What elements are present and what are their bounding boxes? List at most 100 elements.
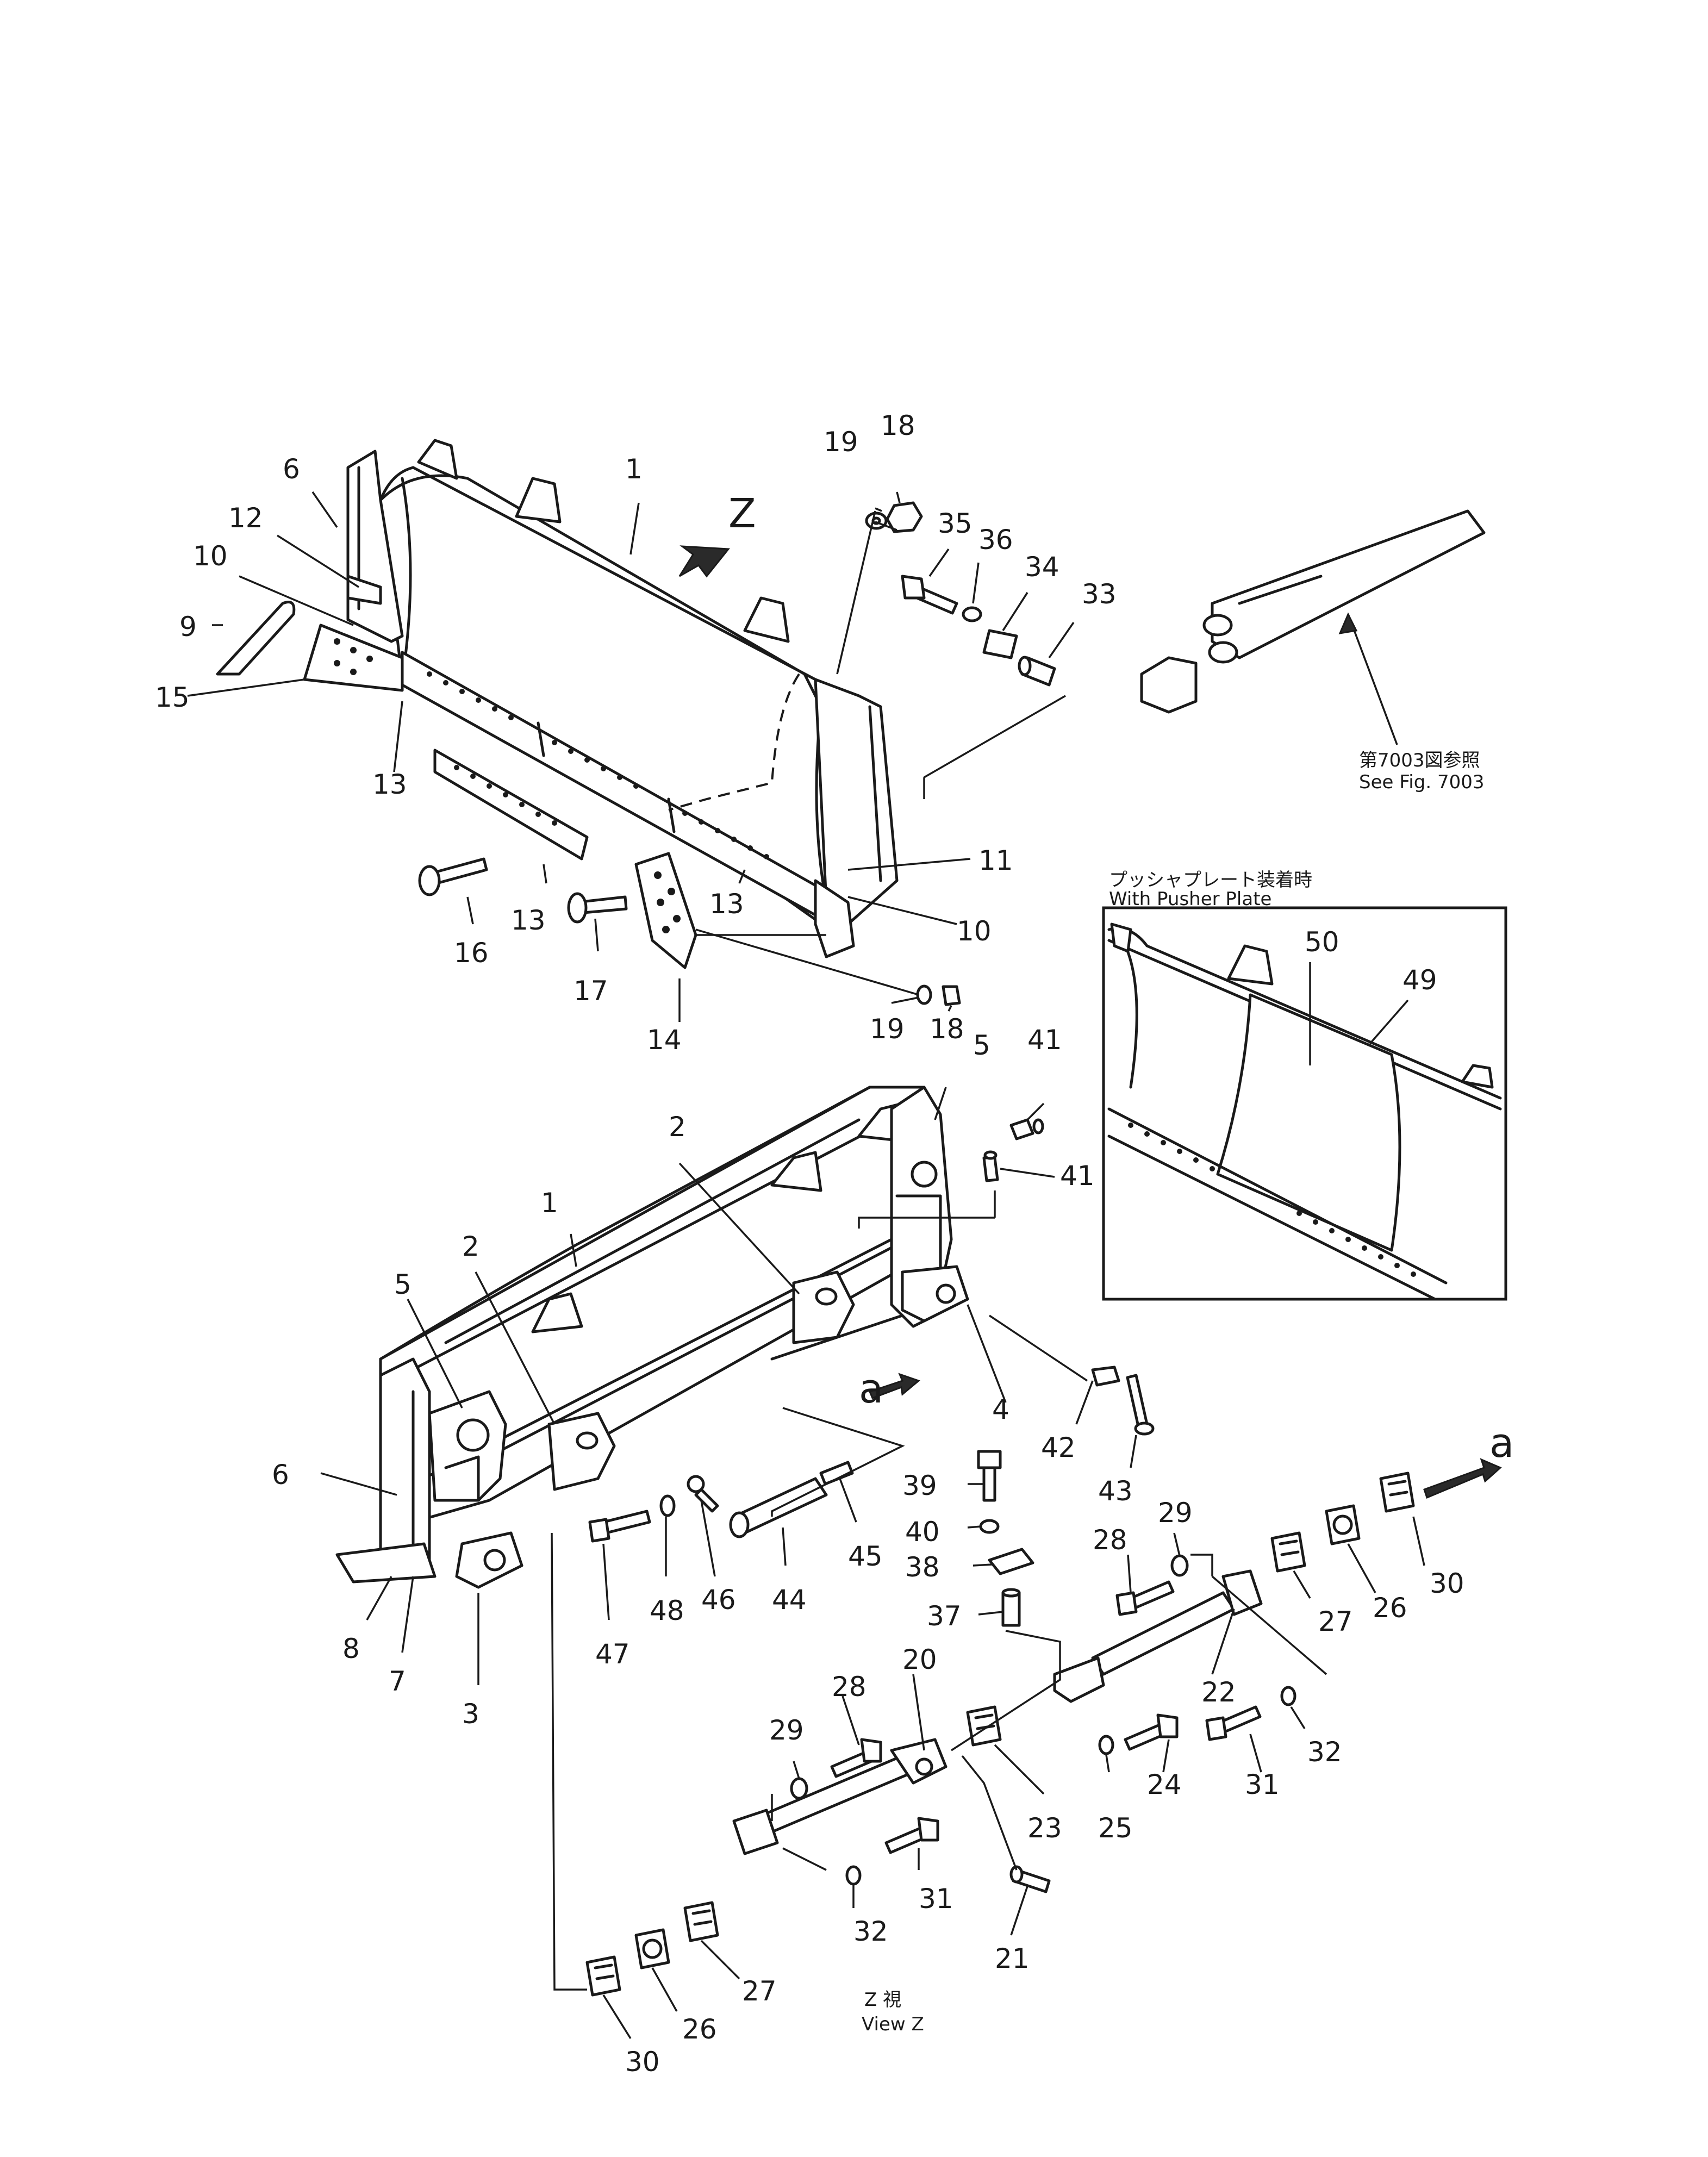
callout-8: 8 xyxy=(342,1633,360,1664)
callout-12: 12 xyxy=(228,502,263,534)
bolt-24 xyxy=(1124,1713,1179,1751)
bolt-43 xyxy=(1126,1374,1155,1436)
callout-43: 43 xyxy=(1098,1475,1133,1507)
bolt-35 xyxy=(901,575,958,615)
callout-7: 7 xyxy=(389,1666,406,1697)
callout-32-a: 32 xyxy=(1307,1736,1342,1768)
direction-arrow-a-right xyxy=(1423,1458,1502,1499)
callout-25: 25 xyxy=(1098,1812,1133,1844)
bolt-47 xyxy=(588,1510,651,1543)
callout-16: 16 xyxy=(454,937,489,969)
callout-48: 48 xyxy=(650,1595,684,1626)
callout-41-b: 41 xyxy=(1060,1160,1095,1192)
upper-blade-assembly xyxy=(303,439,899,958)
view-z-arrow xyxy=(678,545,730,578)
cutting-edge-holes xyxy=(427,671,769,859)
bolt-17 xyxy=(567,892,628,924)
bolt-28-a xyxy=(1115,1580,1175,1616)
pin-44 xyxy=(729,1477,828,1538)
shim-30-a xyxy=(1379,1472,1415,1513)
callout-41-a: 41 xyxy=(1027,1024,1062,1056)
joint-block xyxy=(1140,656,1198,714)
lower-blade-assembly xyxy=(335,1086,969,1589)
callout-29-a: 29 xyxy=(1158,1497,1193,1529)
callout-1-lower: 1 xyxy=(541,1187,558,1219)
callout-2-left: 2 xyxy=(462,1231,479,1262)
callout-19-low: 19 xyxy=(870,1013,905,1045)
washer-29-b xyxy=(790,1777,808,1800)
upper-leaders xyxy=(187,491,1398,1022)
direction-marker-a-left: a xyxy=(859,1366,883,1412)
callout-13-b: 13 xyxy=(511,905,546,936)
callout-28-a: 28 xyxy=(1093,1524,1127,1556)
bolt-31-a xyxy=(1205,1705,1262,1741)
callout-38: 38 xyxy=(905,1551,940,1583)
washer-19-top xyxy=(865,512,888,530)
fitting-46 xyxy=(687,1475,719,1513)
callout-5-right: 5 xyxy=(973,1030,990,1061)
callout-39: 39 xyxy=(902,1470,937,1501)
callout-13-a: 13 xyxy=(372,769,407,800)
callout-28-b: 28 xyxy=(832,1671,867,1703)
callout-5-left: 5 xyxy=(394,1269,412,1300)
left-trunnion-3 xyxy=(455,1531,523,1589)
lower-leaders xyxy=(320,1087,1425,2039)
callout-9: 9 xyxy=(179,611,197,643)
bolt-28-b xyxy=(830,1738,882,1778)
shim-27-a xyxy=(1270,1531,1306,1573)
callout-18-low: 18 xyxy=(930,1013,964,1045)
callout-37: 37 xyxy=(927,1600,962,1632)
right-bracket-2 xyxy=(792,1270,855,1344)
bolt-16 xyxy=(418,857,488,896)
washer-32-b xyxy=(845,1865,862,1886)
callout-21: 21 xyxy=(995,1943,1030,1974)
callout-24: 24 xyxy=(1147,1769,1182,1800)
plate-14 xyxy=(634,852,697,969)
callout-1-upper: 1 xyxy=(625,453,643,485)
inset-title-en: With Pusher Plate xyxy=(1109,888,1271,910)
callout-44: 44 xyxy=(772,1584,807,1616)
fitting-21 xyxy=(1009,1865,1051,1893)
callout-labels: 1 6 12 10 9 15 13 13 13 16 17 14 19 18 3… xyxy=(155,410,1514,2078)
nut-18-low xyxy=(942,985,961,1006)
shim-42 xyxy=(1091,1366,1120,1387)
left-end-bit xyxy=(303,624,404,692)
callout-6-upper: 6 xyxy=(283,453,300,485)
shim-23 xyxy=(966,1705,1002,1747)
callout-6-lower: 6 xyxy=(272,1459,289,1491)
view-z-caption-en: View Z xyxy=(862,2013,924,2035)
callout-42: 42 xyxy=(1041,1432,1076,1463)
callout-32-b: 32 xyxy=(853,1916,888,1947)
callout-31-a: 31 xyxy=(1245,1769,1280,1800)
right-trunnion-4 xyxy=(901,1265,969,1323)
shim-30-b xyxy=(585,1955,621,1997)
callout-31-b: 31 xyxy=(919,1883,953,1915)
washer-29-a xyxy=(1170,1554,1189,1577)
shim-27-b xyxy=(683,1901,719,1942)
inset-frame xyxy=(1102,906,1507,1301)
callout-30-a: 30 xyxy=(1430,1568,1464,1599)
callout-34: 34 xyxy=(1025,551,1059,583)
strut-20 xyxy=(732,1738,947,1855)
grease-fitting-41b xyxy=(982,1150,999,1182)
washer-36 xyxy=(962,606,982,622)
spacer-26-a xyxy=(1325,1504,1361,1545)
callout-14: 14 xyxy=(647,1024,682,1056)
pin-37 xyxy=(1001,1588,1021,1627)
washer-25 xyxy=(1098,1735,1114,1755)
plate-38 xyxy=(988,1548,1034,1575)
callout-23: 23 xyxy=(1027,1812,1062,1844)
callout-22: 22 xyxy=(1201,1676,1236,1708)
view-marker-z: Z xyxy=(728,490,756,537)
left-bracket-2 xyxy=(547,1412,616,1491)
fitting-45 xyxy=(819,1461,854,1486)
washer-40 xyxy=(979,1519,1000,1534)
frame-arm xyxy=(1202,509,1486,664)
callout-4: 4 xyxy=(992,1394,1009,1425)
callout-33: 33 xyxy=(1082,578,1117,610)
inset-title-jp: プッシャプレート装着時 xyxy=(1109,869,1312,891)
direction-marker-a-right: a xyxy=(1489,1420,1514,1467)
direction-arrow-a-left xyxy=(868,1373,921,1399)
reference-en: See Fig. 7003 xyxy=(1359,771,1484,793)
